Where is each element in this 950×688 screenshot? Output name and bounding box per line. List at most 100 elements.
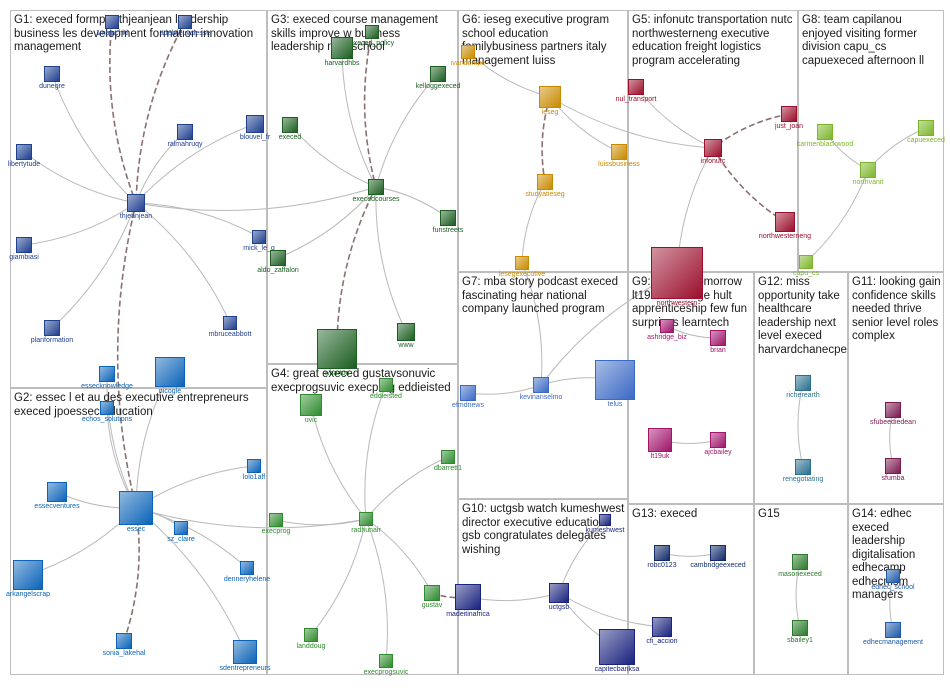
node-label: lt19uk xyxy=(650,453,670,460)
node-arkangelscrap[interactable] xyxy=(13,560,43,590)
node-studyatieseg[interactable] xyxy=(537,174,553,190)
node-1malachid[interactable] xyxy=(105,15,119,29)
node-kevinanselmo[interactable] xyxy=(533,377,549,393)
node-label: execprogsuvic xyxy=(363,669,409,676)
node-label: ralmahruqy xyxy=(167,141,203,148)
node-ajcbailey[interactable] xyxy=(710,432,726,448)
node-dunegre[interactable] xyxy=(44,66,60,82)
node-robc0123[interactable] xyxy=(654,545,670,561)
node-execedcourses[interactable] xyxy=(368,179,384,195)
node-kumeshwest[interactable] xyxy=(599,514,611,526)
node-ivandompe[interactable] xyxy=(461,45,475,59)
node-www[interactable] xyxy=(397,323,415,341)
node-northwesterneng[interactable] xyxy=(775,212,795,232)
node-karmenblackwood[interactable] xyxy=(817,124,833,140)
node-funstreets[interactable] xyxy=(440,210,456,226)
group-box-g2: G2: essec l et au des executive entrepre… xyxy=(10,388,267,675)
node-renegotiating[interactable] xyxy=(795,459,811,475)
node-libertytude[interactable] xyxy=(16,144,32,160)
node-just-joan[interactable] xyxy=(781,106,797,122)
node-label: www xyxy=(398,342,414,349)
node-dbarrett1[interactable] xyxy=(441,450,455,464)
node-sz-claire[interactable] xyxy=(174,521,188,535)
node-label: masonexeced xyxy=(778,571,822,578)
node-label: adeleleuvalesse xyxy=(159,30,211,37)
node-execed[interactable] xyxy=(282,117,298,133)
node-echos-solutions[interactable] xyxy=(100,401,114,415)
node-uctgsb[interactable] xyxy=(549,583,569,603)
node-capitecbanksa[interactable] xyxy=(599,629,635,665)
node-label: mick_le_g xyxy=(243,245,275,252)
node-sfubeediedean[interactable] xyxy=(885,402,901,418)
node-label: 1malachid xyxy=(96,30,128,37)
node-landdoug[interactable] xyxy=(304,628,318,642)
node-brian[interactable] xyxy=(710,330,726,346)
node-kelloggexeced[interactable] xyxy=(430,66,446,82)
node-capu-cs[interactable] xyxy=(799,255,813,269)
node-richerearth[interactable] xyxy=(795,375,811,391)
node-luissbusiness[interactable] xyxy=(611,144,627,160)
node-lt19uk[interactable] xyxy=(648,428,672,452)
node-execprog[interactable] xyxy=(269,513,283,527)
node-radhunair[interactable] xyxy=(359,512,373,526)
group-box-g12: G12: miss opportunity take healthcare le… xyxy=(754,272,848,504)
node-label: nicogle xyxy=(158,388,182,395)
node-cambridgeexeced[interactable] xyxy=(710,545,726,561)
node-essecknowledge[interactable] xyxy=(99,366,115,382)
node-mick-le-g[interactable] xyxy=(252,230,266,244)
node-uvic[interactable] xyxy=(300,394,322,416)
node-nicogle[interactable] xyxy=(155,357,185,387)
node-essec[interactable] xyxy=(119,491,153,525)
node-label: dbarrett1 xyxy=(433,465,463,472)
edge-n6-n7 xyxy=(23,151,137,205)
node-wharton[interactable] xyxy=(317,329,357,369)
node-nul-transport[interactable] xyxy=(628,79,644,95)
node-ralmahruqy[interactable] xyxy=(177,124,193,140)
node-northwestern[interactable] xyxy=(651,247,703,299)
node-denn-ryhelene[interactable] xyxy=(240,561,254,575)
node-sonia-lakehal[interactable] xyxy=(116,633,132,649)
edge-n36-n35 xyxy=(365,518,433,594)
node-edhec-school[interactable] xyxy=(886,569,900,583)
node-cfi-accion[interactable] xyxy=(652,617,672,637)
node-capuexeced[interactable] xyxy=(918,120,934,136)
node-sfumba[interactable] xyxy=(885,458,901,474)
edge-n27-n30 xyxy=(333,186,377,350)
node-madeitinafrica[interactable] xyxy=(455,584,481,610)
node-infonutc[interactable] xyxy=(704,139,722,157)
group-title: G8: team capilanou enjoyed visiting form… xyxy=(802,14,925,67)
node-thjeanjean[interactable] xyxy=(127,194,145,212)
node-adeleleuvalesse[interactable] xyxy=(178,15,192,29)
node-sbailey1[interactable] xyxy=(792,620,808,636)
node-harvardhbs[interactable] xyxy=(331,37,353,59)
edge-n7-n17 xyxy=(116,202,139,509)
node-label: mbruceabbott xyxy=(208,331,252,338)
node-label: ivandompe xyxy=(450,60,486,67)
node-efmdnews[interactable] xyxy=(460,385,476,401)
node-label: dennеryhelene xyxy=(223,576,271,583)
node-gustav[interactable] xyxy=(424,585,440,601)
node-ieseg[interactable] xyxy=(539,86,561,108)
node-blouvel-fr[interactable] xyxy=(246,115,264,133)
node-northvanit[interactable] xyxy=(860,162,876,178)
node-label: ieseg xyxy=(541,109,559,116)
node-label: nul_transport xyxy=(615,96,657,103)
node-ashridge-biz[interactable] xyxy=(660,319,674,333)
node-edhecmanagement[interactable] xyxy=(885,622,901,638)
node-masonexeced[interactable] xyxy=(792,554,808,570)
node-label: execed_policy xyxy=(349,40,395,47)
node-planformation[interactable] xyxy=(44,320,60,336)
node-essecventures[interactable] xyxy=(47,482,67,502)
node-aldo-zaffalon[interactable] xyxy=(270,250,286,266)
edge-n27-n31 xyxy=(375,186,407,333)
node-lolo1aff[interactable] xyxy=(247,459,261,473)
node-iesegexecutive[interactable] xyxy=(515,256,529,270)
node-eddieisted[interactable] xyxy=(379,378,393,392)
node-execprogsuvic[interactable] xyxy=(379,654,393,668)
node-execed-policy[interactable] xyxy=(365,25,379,39)
node-mbruceabbott[interactable] xyxy=(223,316,237,330)
node-telus[interactable] xyxy=(595,360,635,400)
node-sdentrepreneurs[interactable] xyxy=(233,640,257,664)
node-giambiasi[interactable] xyxy=(16,237,32,253)
group-title: G13: execed xyxy=(632,508,698,520)
